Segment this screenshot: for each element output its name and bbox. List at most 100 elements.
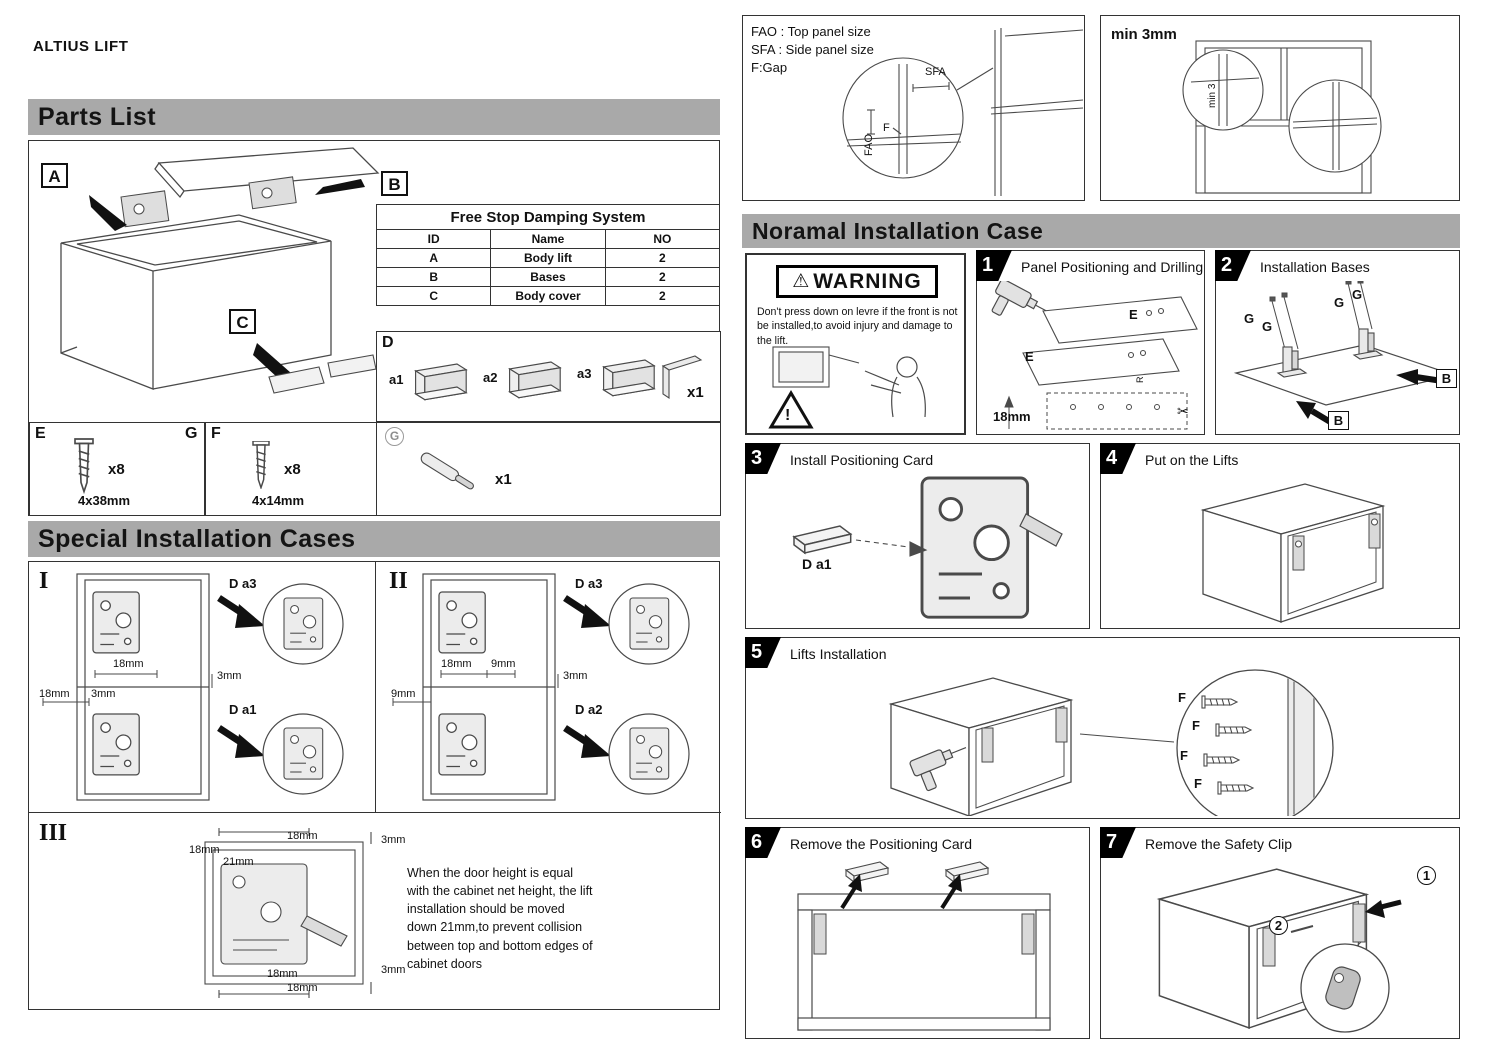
diagram-sfa-label: SFA (925, 66, 946, 78)
parts-list-panel: A B C Free Stop Damping System ID Name N… (28, 140, 721, 516)
divider-vertical (375, 562, 376, 812)
step7-callout-2: 2 (1269, 916, 1288, 935)
step5-f: F (1180, 748, 1188, 763)
warning-title: WARNING (813, 269, 922, 293)
case3-note: When the door height is equal with the c… (407, 866, 593, 971)
step6-title: Remove the Positioning Card (790, 836, 973, 852)
warning-diagram (768, 346, 926, 429)
col-no: NO (604, 229, 721, 249)
part-d-qty: x1 (687, 384, 704, 401)
thick-arrow (217, 595, 265, 758)
case3-numeral: III (39, 820, 68, 846)
parts-list-header: Parts List (28, 99, 720, 135)
case3-diagram (204, 828, 372, 998)
step4-diagram (1202, 483, 1384, 623)
step5-f: F (1194, 776, 1202, 791)
step7-box: 7 Remove the Safety Clip 1 2 (1100, 827, 1460, 1039)
step2-b-label: B (1436, 369, 1457, 388)
screw-short-icon (252, 441, 270, 489)
table-row: B Bases 2 (375, 267, 721, 287)
warning-exclamation: ! (785, 407, 791, 424)
min-gap-box: min 3mm min 3 (1100, 15, 1460, 201)
step5-title: Lifts Installation (790, 646, 887, 662)
part-f-box: F x8 4x14mm (205, 422, 377, 516)
part-e-label: E (35, 425, 46, 442)
diagram-fao-label: FAO (863, 133, 875, 156)
safety-clip-icon (1325, 966, 1361, 1010)
step3-title: Install Positioning Card (790, 452, 934, 468)
step1-e1: E (1129, 307, 1138, 322)
step7-diagram (1158, 868, 1402, 1033)
case1-diagram (42, 573, 344, 801)
min-gap-label: min 3mm (1111, 26, 1177, 43)
step3-number: 3 (745, 443, 781, 474)
lift-icon (1262, 903, 1366, 967)
lift-icon (813, 913, 1035, 955)
step6-box: 6 Remove the Positioning Card (745, 827, 1090, 1039)
case2-dim: 9mm (491, 658, 516, 670)
lift-icon (1292, 513, 1381, 571)
min-gap-vertical-label: min 3 (1207, 83, 1218, 108)
part-g-qty: x1 (495, 471, 512, 488)
part-d-diagram (415, 355, 703, 401)
strip-part-icon (661, 355, 703, 400)
step1-e2: E (1025, 349, 1034, 364)
step2-title: Installation Bases (1260, 259, 1370, 275)
step1-box: 1 Panel Positioning and Drilling E E 18m… (976, 250, 1205, 435)
warning-box: ⚠ WARNING Don't press down on levre if t… (745, 253, 966, 435)
thick-arrow (840, 874, 962, 910)
case1-numeral: I (39, 568, 49, 594)
part-f-size: 4x14mm (252, 493, 305, 508)
case1-dim: 3mm (217, 670, 242, 682)
divider-horizontal (29, 812, 721, 813)
step1-number: 1 (976, 250, 1012, 281)
part-e-corner-label: G (185, 425, 198, 442)
step5-f: F (1178, 690, 1186, 705)
warning-body: Don't press down on levre if the front i… (757, 306, 958, 347)
step5-box: 5 Lifts Installation F F F F (745, 637, 1460, 819)
step3-card-label: D a1 (802, 556, 832, 572)
parts-cabinet-diagram (60, 147, 380, 394)
case3-dim: 3mm (381, 964, 406, 976)
step7-title: Remove the Safety Clip (1145, 836, 1293, 852)
step4-box: 4 Put on the Lifts (1100, 443, 1460, 629)
case1-callout-top: D a3 (229, 576, 257, 591)
part-label-b: B (381, 171, 408, 196)
step7-callout-1: 1 (1417, 866, 1436, 885)
part-g-label: G (385, 427, 404, 446)
part-label-c: C (229, 309, 256, 334)
legend-fao: FAO : Top panel size (751, 24, 871, 39)
step2-g: G (1244, 311, 1255, 326)
case1-dim: 18mm (113, 658, 144, 670)
case3-dim: 18mm (287, 830, 318, 842)
case2-dim: 18mm (441, 658, 472, 670)
panel-size-diagram (842, 28, 1084, 196)
step2-b-label: B (1328, 411, 1349, 430)
part-d-a3: a3 (577, 366, 592, 381)
screw-long-icon (74, 438, 94, 493)
label-arrows (89, 179, 365, 379)
thick-arrow (563, 595, 611, 758)
part-f-label: F (211, 425, 221, 442)
col-name: Name (490, 229, 606, 249)
case3-dim: 18mm (287, 982, 318, 994)
parts-table-title: Free Stop Damping System (376, 204, 720, 230)
table-row: A Body lift 2 (375, 248, 721, 268)
col-id: ID (375, 229, 492, 249)
case3-dim: 21mm (223, 856, 254, 868)
brand-title: ALTIUS LIFT (33, 38, 129, 55)
step6-diagram (797, 861, 1051, 1031)
legend-sfa: SFA : Side panel size (751, 42, 874, 57)
part-f-qty: x8 (284, 461, 301, 478)
step2-box: 2 Installation Bases G G G G (1215, 250, 1460, 435)
part-d-a1: a1 (389, 372, 404, 387)
panel-size-box: FAO : Top panel size SFA : Side panel si… (742, 15, 1085, 201)
case1-dim: 3mm (91, 688, 116, 700)
body-cover-icon (268, 354, 377, 394)
diagram-f-label: F (883, 122, 890, 134)
step3-box: 3 Install Positioning Card D a1 (745, 443, 1090, 629)
part-e-box: E G x8 4x38mm (29, 422, 205, 516)
lift-icon (981, 707, 1068, 763)
step6-number: 6 (745, 827, 781, 858)
